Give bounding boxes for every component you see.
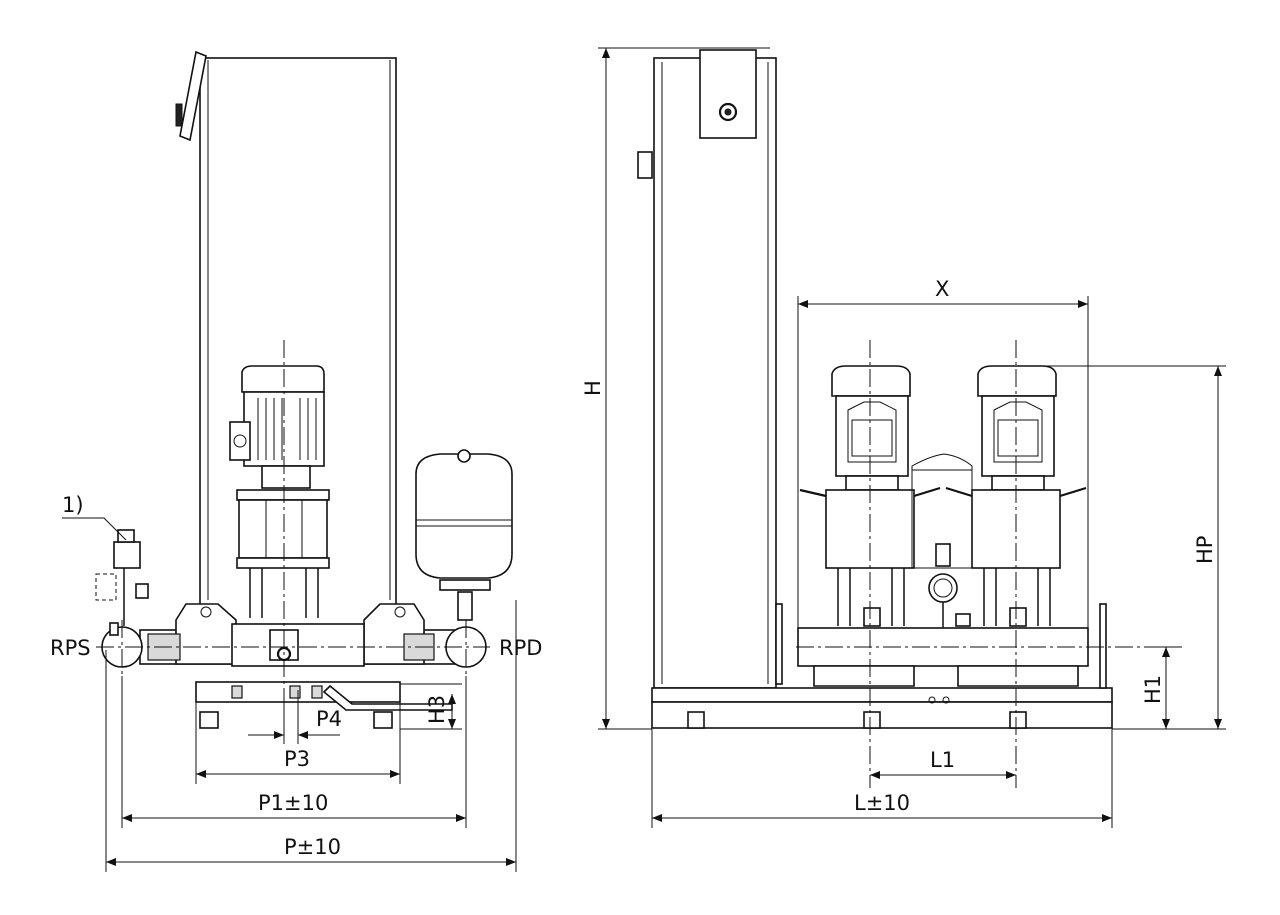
- l-dimension: L±10: [651, 729, 1113, 828]
- h1-dimension: H1: [1141, 646, 1182, 729]
- front-manifold: [797, 627, 1089, 687]
- p-dimension: P±10: [105, 600, 517, 872]
- p4-dimension: P4: [248, 690, 342, 744]
- rps-label: RPS: [50, 636, 91, 660]
- front-baseframe: [651, 603, 1113, 729]
- hp-label: HP: [1193, 536, 1217, 564]
- note-label: 1): [62, 493, 84, 517]
- p3-dimension: P3: [195, 702, 401, 784]
- p-label: P±10: [284, 835, 341, 859]
- p1-label: P1±10: [258, 791, 328, 815]
- x-dimension: X: [797, 277, 1089, 628]
- l-label: L±10: [854, 791, 910, 815]
- h3-dimension: H3: [400, 683, 462, 730]
- p4-label: P4: [316, 707, 342, 731]
- front-vessel-and-gauge: [911, 453, 973, 630]
- p3-label: P3: [284, 747, 310, 771]
- optional-accessory: [95, 529, 149, 626]
- front-view: H X HP H1 L1: [581, 47, 1226, 828]
- side-pump-body: [236, 489, 330, 618]
- p1-dimension: P1±10: [121, 676, 467, 828]
- h3-label: H3: [425, 695, 449, 724]
- l1-dimension: L1: [870, 748, 1016, 779]
- rpd-label: RPD: [499, 636, 542, 660]
- hp-dimension: HP: [1040, 365, 1226, 730]
- h-dimension: H: [581, 47, 770, 730]
- h1-label: H1: [1141, 675, 1165, 704]
- h-label: H: [581, 380, 605, 396]
- side-pressure-vessel: [415, 449, 513, 621]
- l1-label: L1: [930, 748, 955, 772]
- x-label: X: [935, 277, 949, 301]
- front-control-cabinet: [637, 49, 783, 689]
- side-view: 1) RPS RPD H3 P4 P3: [50, 50, 542, 872]
